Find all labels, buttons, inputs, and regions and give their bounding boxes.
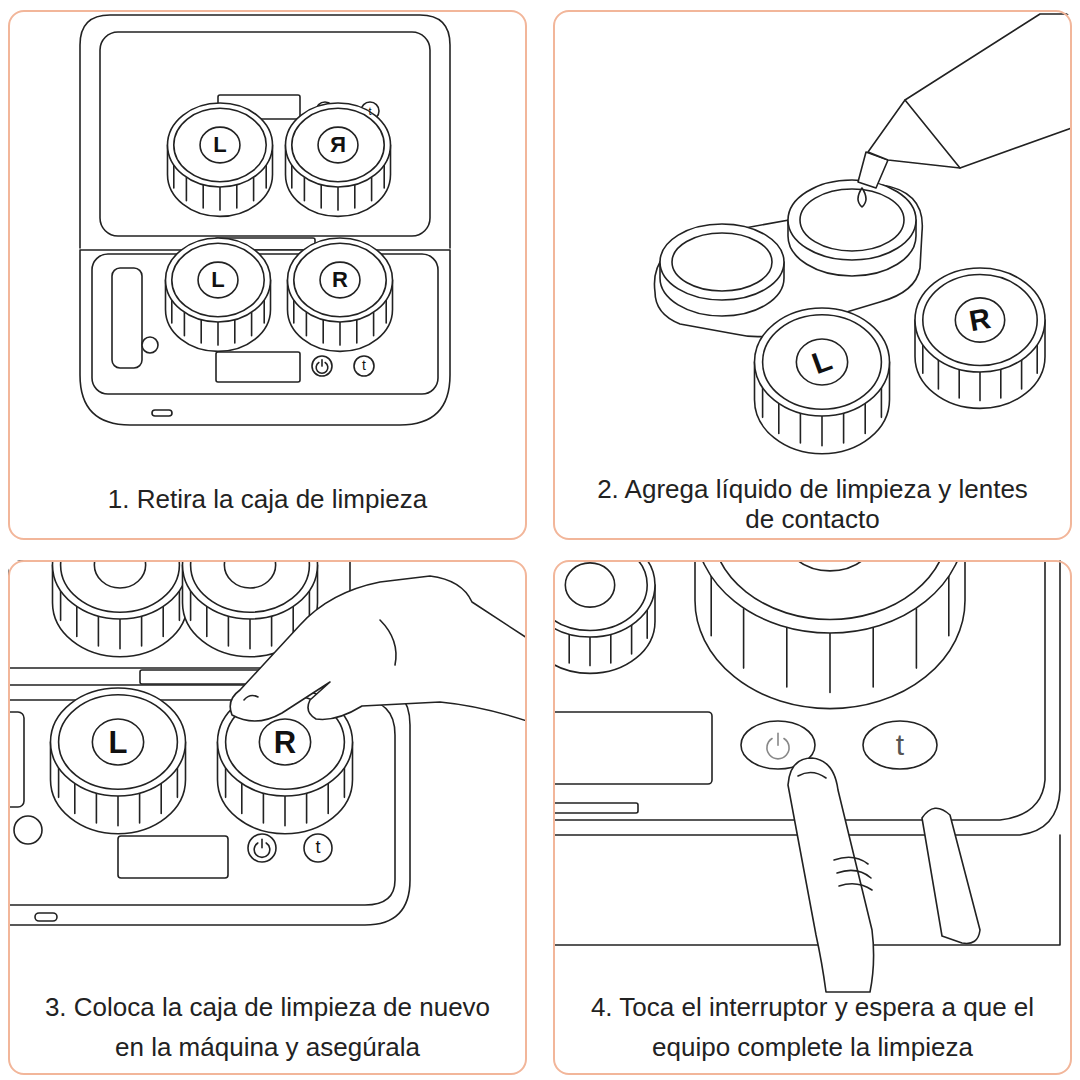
hand-line [380,620,396,665]
slot-hole [142,337,158,353]
lens-cap [553,560,655,673]
button-label: t [368,106,371,117]
screen [118,836,228,878]
lid-inner [100,32,430,236]
cap-letter: L [213,134,226,156]
power-symbol [316,360,328,373]
well-inner [800,189,904,251]
cap-letter: R [274,727,296,758]
cap-letter: L [211,269,224,291]
finger [788,758,874,992]
button-label: t [315,838,320,856]
power-symbol [254,839,270,857]
knuckle [834,857,868,864]
slot [112,268,142,368]
button-label: t [896,730,904,760]
fingernail [244,696,258,700]
drop [858,188,866,207]
step-caption: 1. Retira la caja de limpieza [33,484,503,514]
knuckle [839,884,872,890]
charge-port [152,410,172,416]
button [312,356,332,376]
well [660,224,784,300]
cap-letter: R [330,134,346,156]
lens-cap [166,238,271,351]
step-caption: 3. Coloca la caja de limpieza de nuevo e… [43,987,493,1067]
button [354,356,374,376]
button [248,834,276,862]
lens-cap [755,308,890,454]
fingernail [798,772,826,778]
lens-cap [51,688,186,834]
step-panel: 1. Retira la caja de limpieza [8,10,527,540]
lens-case [654,14,1072,454]
device-open [80,15,450,425]
cap-letter: R [967,304,993,336]
cap-letter: L [808,345,835,379]
charge-port [35,913,57,921]
lens-cap [288,238,393,351]
bottle [868,14,1072,168]
lid-shell [80,15,450,248]
lens-cap [915,268,1045,408]
screen [216,352,300,382]
hand [230,576,527,722]
screen [553,712,712,784]
base-shell [8,685,410,925]
well-inner [672,233,772,291]
step-panel: 2. Agrega líquido de limpieza y lentes d… [553,10,1072,540]
knuckle [837,870,871,878]
lens-cap [286,103,391,216]
step-panel: 4. Toca el interruptor y espera a que el… [553,560,1072,1075]
slot [8,712,24,807]
slot-hole [14,816,42,844]
step-caption: 2. Agrega líquido de limpieza y lentes d… [588,474,1038,534]
cap-letter: R [332,269,348,291]
well [788,180,916,260]
lens-cap [168,103,273,216]
step-caption: 4. Toca el interruptor y espera a que el… [560,987,1065,1067]
device-closing [8,560,527,925]
power-symbol [767,733,789,758]
thumb [922,808,980,943]
lens-cap [53,560,188,657]
button-label: t [362,358,366,372]
step-panel: 3. Coloca la caja de limpieza de nuevo e… [8,560,527,1075]
lens-cap [695,560,965,709]
button [304,834,332,862]
cap-letter: L [109,727,128,758]
device-closeup [553,560,1060,992]
button [863,721,937,769]
bottle-edge [905,100,960,168]
slot [553,803,638,813]
